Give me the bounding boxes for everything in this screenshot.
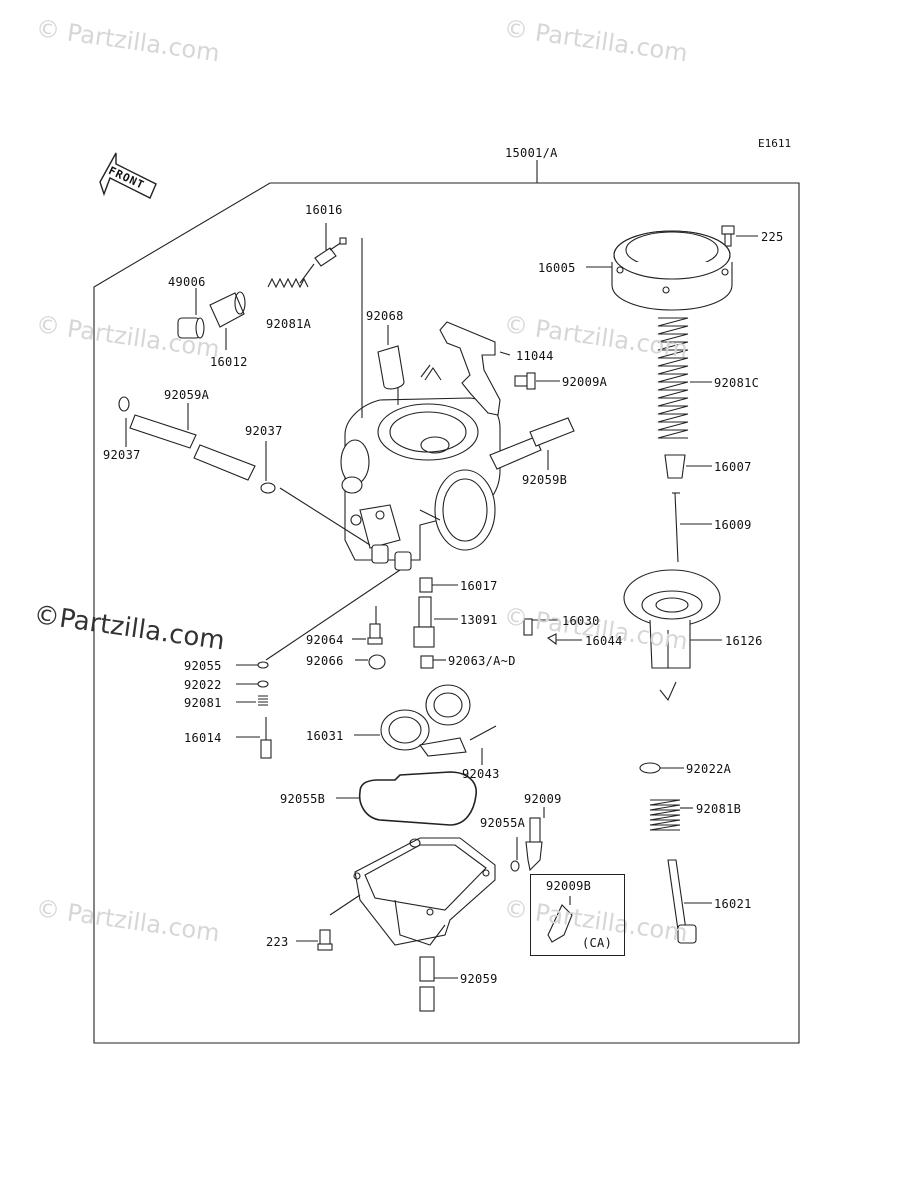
part-label[interactable]: 16007 xyxy=(714,460,752,474)
retainer-16007-icon xyxy=(664,454,686,479)
spring-92081-icon xyxy=(258,695,268,706)
float-bowl-icon xyxy=(353,837,496,946)
part-label[interactable]: 225 xyxy=(761,230,784,244)
part-label[interactable]: 11044 xyxy=(516,349,554,363)
pin-16030-icon xyxy=(523,618,533,636)
part-label[interactable]: 92022A xyxy=(686,762,732,776)
part-label[interactable]: 92009A xyxy=(562,375,608,389)
cap-92066-icon xyxy=(368,654,386,670)
part-label[interactable]: 92055B xyxy=(280,792,326,806)
screw-92009a-icon xyxy=(514,372,536,390)
part-label[interactable]: 16009 xyxy=(714,518,752,532)
spring-92081c-icon xyxy=(657,317,689,439)
bracket-11044-icon xyxy=(439,321,501,416)
clip-16044-icon xyxy=(546,633,557,646)
screw-223-icon xyxy=(317,929,333,951)
pilot-jet-92064-icon xyxy=(367,623,383,645)
part-label[interactable]: 92009 xyxy=(524,792,562,806)
top-cap-16005-icon xyxy=(611,230,733,311)
washer-92022-icon xyxy=(257,680,269,688)
needle-jet-13091-icon xyxy=(413,596,435,648)
screw-16016-icon xyxy=(314,237,347,267)
front-arrow-icon xyxy=(99,152,157,199)
screw-16014-icon xyxy=(260,717,272,759)
part-label[interactable]: 16031 xyxy=(306,729,344,743)
ca-variant-box xyxy=(530,874,625,956)
part-label[interactable]: 92055 xyxy=(184,659,222,673)
gasket-92055b-icon xyxy=(358,771,477,826)
part-label[interactable]: 92064 xyxy=(306,633,344,647)
screw-16021-icon xyxy=(667,859,697,944)
float-16031-icon xyxy=(380,684,471,757)
part-label[interactable]: 16014 xyxy=(184,731,222,745)
clamp-92037-icon xyxy=(118,396,130,412)
tube-92059-icon xyxy=(419,956,435,1012)
hose-92059a-icon xyxy=(129,414,197,449)
screw-225-icon xyxy=(721,225,735,247)
part-label[interactable]: 92059A xyxy=(164,388,210,402)
part-label[interactable]: 16126 xyxy=(725,634,763,648)
ca-part-label[interactable]: 92009B xyxy=(546,879,592,893)
screw-92009-icon xyxy=(525,817,543,872)
screw-92009b-icon xyxy=(547,904,573,943)
ca-note: (CA) xyxy=(582,936,613,950)
part-label[interactable]: 16005 xyxy=(538,261,576,275)
part-label[interactable]: 92059 xyxy=(460,972,498,986)
part-label[interactable]: 92081A xyxy=(266,317,312,331)
diaphragm-16126-icon xyxy=(623,569,721,669)
part-label[interactable]: 92068 xyxy=(366,309,404,323)
washer-92022a-icon xyxy=(639,762,661,774)
part-label[interactable]: 92059B xyxy=(522,473,568,487)
needle-16009-icon xyxy=(672,492,680,563)
hose-92059b-icon xyxy=(489,436,542,470)
part-label[interactable]: 92043 xyxy=(462,767,500,781)
part-label[interactable]: 16044 xyxy=(585,634,623,648)
jet-16017-icon xyxy=(419,577,433,593)
adjuster-16012-icon xyxy=(209,291,246,328)
carburetor-body-icon xyxy=(340,380,501,571)
part-label[interactable]: 13091 xyxy=(460,613,498,627)
cap-92068-icon xyxy=(377,345,405,390)
part-label[interactable]: 92063/A~D xyxy=(448,654,516,668)
part-label[interactable]: 223 xyxy=(266,935,289,949)
part-label[interactable]: 92081C xyxy=(714,376,760,390)
jet-92063-icon xyxy=(420,655,434,669)
part-label[interactable]: 16017 xyxy=(460,579,498,593)
spring-92081a-icon xyxy=(267,277,309,289)
diagram-code: E1611 xyxy=(758,137,792,150)
part-label[interactable]: 16021 xyxy=(714,897,752,911)
part-label[interactable]: 92055A xyxy=(480,816,526,830)
part-label[interactable]: 92081 xyxy=(184,696,222,710)
spring-92081b-icon xyxy=(649,799,681,831)
assembly-label: 15001/A xyxy=(505,146,558,160)
part-label[interactable]: 16012 xyxy=(210,355,248,369)
part-label[interactable]: 92066 xyxy=(306,654,344,668)
part-label[interactable]: 16030 xyxy=(562,614,600,628)
part-label[interactable]: 92037 xyxy=(103,448,141,462)
assembly-frame xyxy=(93,182,800,1044)
part-label[interactable]: 92022 xyxy=(184,678,222,692)
pin-92043-icon xyxy=(469,725,497,741)
oring-92055a-icon xyxy=(510,860,520,872)
oring-92055-icon xyxy=(257,661,269,669)
part-label[interactable]: 92081B xyxy=(696,802,742,816)
part-label[interactable]: 49006 xyxy=(168,275,206,289)
part-label[interactable]: 16016 xyxy=(305,203,343,217)
part-label[interactable]: 92037 xyxy=(245,424,283,438)
adjuster-49006-icon xyxy=(177,317,205,339)
